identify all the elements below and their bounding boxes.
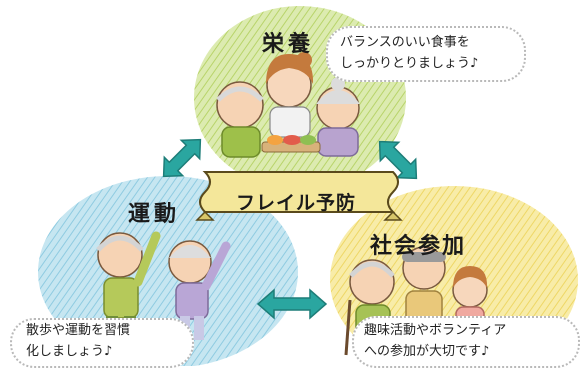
exercise-desc-line-1: 散歩や運動を習慣 — [26, 323, 131, 338]
elderly-couple-and-woman-eating-meal-icon — [216, 52, 360, 158]
social-title: 社会参加 — [370, 234, 467, 259]
social-desc: 趣味活動やボランティア への参加が大切です♪ — [364, 320, 506, 362]
nutrition-desc-cloud — [326, 26, 526, 82]
nutrition-desc-line-1: バランスのいい食事を — [340, 35, 470, 50]
arrow-nutrition-exercise — [162, 138, 202, 178]
social-desc-line-2: への参加が大切です♪ — [364, 344, 490, 359]
social-desc-line-1: 趣味活動やボランティア — [364, 323, 507, 338]
nutrition-title: 栄養 — [262, 32, 315, 57]
social-desc-cloud — [352, 316, 580, 368]
nutrition-desc: バランスのいい食事を しっかりとりましょう♪ — [340, 32, 478, 74]
nutrition-desc-line-2: しっかりとりましょう♪ — [340, 56, 479, 71]
center-label: フレイル予防 — [235, 192, 356, 214]
exercise-desc-cloud — [10, 318, 194, 368]
arrow-nutrition-social — [378, 140, 418, 180]
exercise-title: 運動 — [128, 202, 181, 227]
center-banner — [195, 171, 403, 221]
exercise-desc-line-2: 化しましょう♪ — [26, 344, 113, 359]
arrow-exercise-social — [256, 288, 328, 320]
exercise-desc: 散歩や運動を習慣 化しましょう♪ — [26, 320, 130, 362]
